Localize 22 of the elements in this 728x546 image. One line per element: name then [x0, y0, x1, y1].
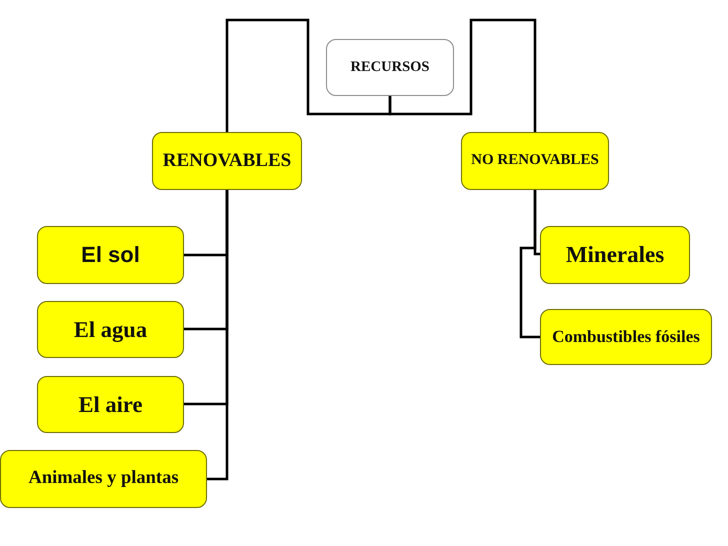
node-label: El aire — [78, 392, 142, 418]
category-box — [37, 226, 184, 284]
node-label: Combustibles fósiles — [552, 327, 700, 347]
node-label: Minerales — [566, 242, 664, 268]
node-label: El agua — [74, 316, 148, 342]
node-label: RENOVABLES — [162, 150, 292, 172]
connector-line — [388, 18, 536, 132]
node-label: NO RENOVABLES — [471, 152, 599, 170]
node-label: RECURSOS — [350, 59, 430, 76]
node-label: Animales y plantas — [28, 468, 179, 490]
category-box — [461, 132, 609, 190]
root-box — [326, 39, 454, 96]
category-box — [37, 301, 184, 358]
category-box — [37, 376, 184, 433]
category-box — [540, 309, 712, 365]
connector-line — [226, 18, 392, 132]
connector-line — [207, 190, 228, 480]
category-box — [0, 450, 207, 508]
category-box — [152, 132, 302, 190]
category-box — [540, 226, 690, 284]
node-label: El sol — [81, 242, 140, 268]
connector-line — [520, 190, 540, 338]
